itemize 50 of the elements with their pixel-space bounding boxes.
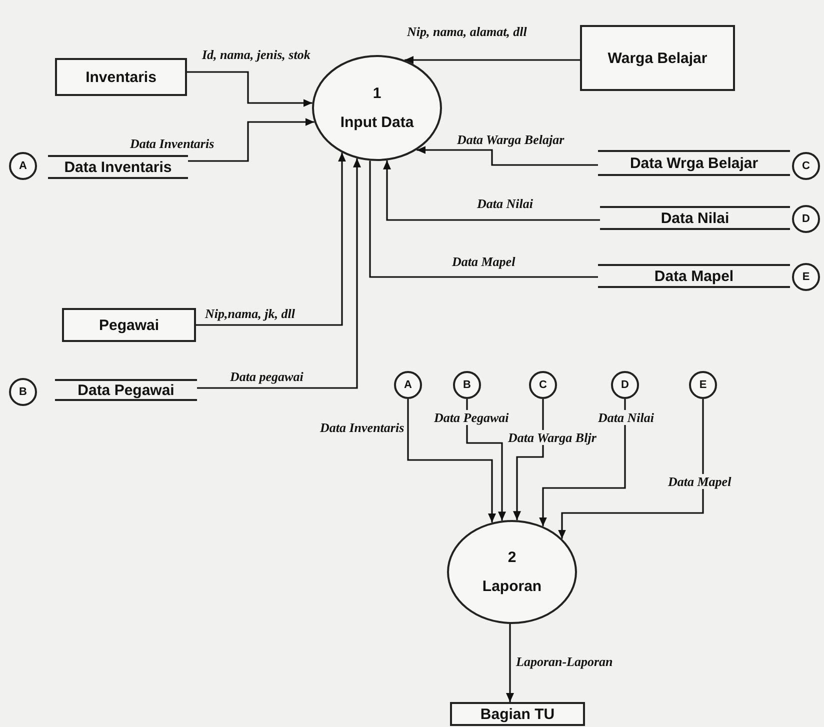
process-number: 2 bbox=[508, 549, 516, 566]
data-flow-arrow bbox=[404, 56, 580, 64]
connector-circle: A bbox=[9, 152, 37, 180]
process-name: Laporan bbox=[482, 578, 542, 595]
process-name: Input Data bbox=[340, 114, 414, 131]
data-flow-arrow bbox=[196, 152, 346, 326]
edge-label: Data pegawai bbox=[228, 369, 306, 384]
data-flow-arrow bbox=[187, 71, 312, 107]
data-store: Data Inventaris bbox=[48, 155, 188, 179]
data-store: Data Mapel bbox=[598, 264, 790, 288]
process-number: 1 bbox=[372, 85, 382, 102]
data-flow-arrow bbox=[188, 118, 314, 162]
external-entity-box: Inventaris bbox=[55, 58, 187, 96]
data-flow-arrow bbox=[466, 399, 506, 521]
data-flow-arrow bbox=[407, 399, 496, 523]
external-entity-box: Pegawai bbox=[62, 308, 196, 342]
edge-label: Nip, nama, alamat, dll bbox=[405, 24, 529, 39]
edge-label: Data Pegawai bbox=[432, 410, 511, 425]
data-flow-arrow bbox=[539, 399, 626, 526]
edge-label: Data Nilai bbox=[596, 410, 656, 425]
connector-circle: B bbox=[453, 371, 481, 399]
external-entity-box: Bagian TU bbox=[450, 702, 585, 726]
connector-circle: D bbox=[792, 205, 820, 233]
connector-circle: C bbox=[792, 152, 820, 180]
connector-circle: D bbox=[611, 371, 639, 399]
data-flow-arrow bbox=[416, 146, 598, 166]
edge-label: Data Nilai bbox=[475, 196, 535, 211]
data-store: Data Pegawai bbox=[55, 379, 197, 401]
edge-label: Id, nama, jenis, stok bbox=[200, 47, 312, 62]
data-flow-arrow bbox=[513, 399, 544, 520]
connector-circle: E bbox=[689, 371, 717, 399]
data-flow-arrow bbox=[383, 160, 600, 221]
connector-circle: C bbox=[529, 371, 557, 399]
edge-label: Data Warga Belajar bbox=[455, 132, 566, 147]
edge-label: Data Inventaris bbox=[128, 136, 216, 151]
data-flow-arrow bbox=[197, 158, 361, 389]
edge-label: Data Mapel bbox=[666, 474, 734, 489]
edge-label: Data Warga Bljr bbox=[506, 430, 598, 445]
external-entity-box: Warga Belajar bbox=[580, 25, 735, 91]
data-store: Data Nilai bbox=[600, 206, 790, 230]
edge-label: Data Mapel bbox=[450, 254, 518, 269]
data-store: Data Wrga Belajar bbox=[598, 150, 790, 176]
connector-circle: A bbox=[394, 371, 422, 399]
edge-label: Nip,nama, jk, dll bbox=[203, 306, 297, 321]
data-flow-arrow bbox=[506, 624, 514, 702]
data-flow-arrow bbox=[558, 399, 704, 539]
data-flow-line bbox=[369, 160, 598, 278]
connector-circle: E bbox=[792, 263, 820, 291]
edge-label: Data Inventaris bbox=[318, 420, 406, 435]
connector-circle: B bbox=[9, 378, 37, 406]
